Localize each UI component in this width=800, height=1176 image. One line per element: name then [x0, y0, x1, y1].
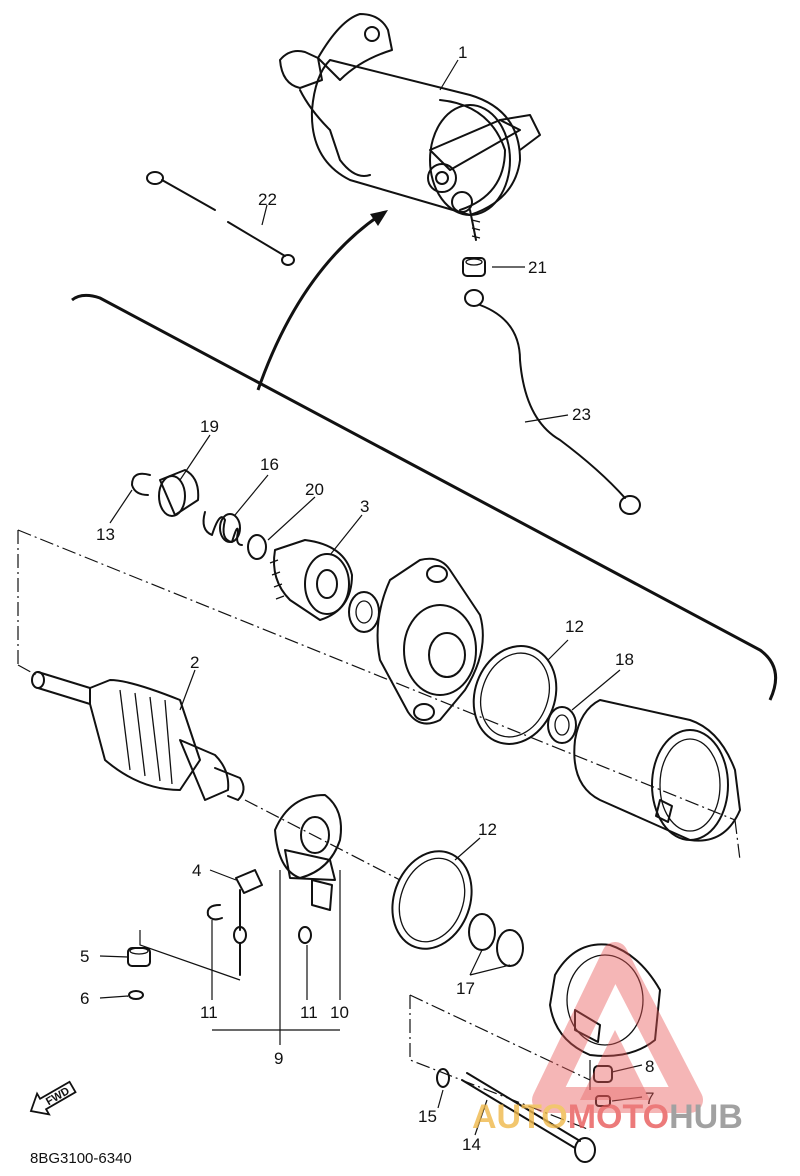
o-ring-12-top: [472, 645, 558, 745]
nut-5: [127, 947, 151, 967]
callout-8: 8: [645, 1057, 654, 1076]
callout-15: 15: [418, 1107, 437, 1126]
callout-7: 7: [645, 1089, 654, 1108]
starter-motor-assembly: [279, 13, 541, 241]
callout-9: 9: [274, 1049, 283, 1068]
callout-10: 10: [330, 1003, 349, 1022]
washer-17a: [468, 913, 496, 951]
drawing-code: 8BG3100-6340: [30, 1150, 132, 1167]
callout-13: 13: [96, 525, 115, 544]
collar-19: [158, 469, 200, 517]
washer-6: [128, 990, 144, 1000]
ground-lead-23: [464, 289, 641, 515]
watermark-brand-hub: HUB: [669, 1098, 743, 1136]
fwd-label: FWD: [44, 1085, 72, 1108]
through-bolt-14: [461, 1072, 596, 1163]
nut-11b: [298, 926, 312, 944]
o-ring-12-lower: [391, 850, 473, 950]
callout-12-lower: 12: [478, 820, 497, 839]
callout-21: 21: [528, 258, 547, 277]
callout-5: 5: [80, 947, 89, 966]
rear-cover: [549, 943, 661, 1057]
fwd-direction-icon: FWD: [29, 1080, 77, 1116]
nut-21: [462, 257, 486, 277]
automotohub-watermark: AUTOMOTOHUB: [472, 942, 743, 1136]
callout-11-mid: 11: [300, 1003, 318, 1022]
callout-16: 16: [260, 455, 279, 474]
brush-terminal-4: [233, 869, 263, 976]
watermark-brand-moto: MOTO: [568, 1098, 669, 1136]
assembly-arrowhead: [370, 210, 388, 226]
front-cover: [376, 557, 484, 725]
callout-14: 14: [462, 1135, 481, 1154]
nut-8: [593, 1065, 613, 1083]
armature-2: [31, 671, 245, 801]
callout-6: 6: [80, 989, 89, 1008]
washer-18: [547, 706, 577, 744]
washer-7: [595, 1095, 611, 1107]
watermark-brand-auto: AUTO: [472, 1098, 568, 1136]
o-ring-15: [436, 1068, 450, 1088]
washer-3b: [348, 591, 380, 633]
watermark-triangle-logo-icon: [580, 1030, 650, 1100]
callout-4: 4: [192, 861, 201, 880]
clip-11a: [206, 904, 223, 921]
callout-11-left: 11: [200, 1003, 218, 1022]
callout-18: 18: [615, 650, 634, 669]
yoke-housing: [573, 699, 741, 842]
callout-1: 1: [458, 43, 467, 62]
svg-text:AUTOMOTOHUB: AUTOMOTOHUB: [472, 1098, 743, 1136]
assembly-arrow: [256, 213, 381, 391]
spring-16: [202, 511, 243, 546]
brush-holder-plate: [274, 794, 342, 911]
callout-12-top: 12: [565, 617, 584, 636]
circlip-13: [131, 472, 151, 496]
callout-20: 20: [305, 480, 324, 499]
callout-2: 2: [190, 653, 199, 672]
washer-20: [247, 534, 267, 560]
callout-19: 19: [200, 417, 219, 436]
washer-17b: [496, 929, 524, 967]
pinion-gear-3: [269, 539, 353, 621]
assembly-bracket-line: [71, 293, 778, 701]
callout-22: 22: [258, 190, 277, 209]
callout-3: 3: [360, 497, 369, 516]
lead-wire-22: [146, 171, 295, 266]
callout-23: 23: [572, 405, 591, 424]
callout-17: 17: [456, 979, 475, 998]
